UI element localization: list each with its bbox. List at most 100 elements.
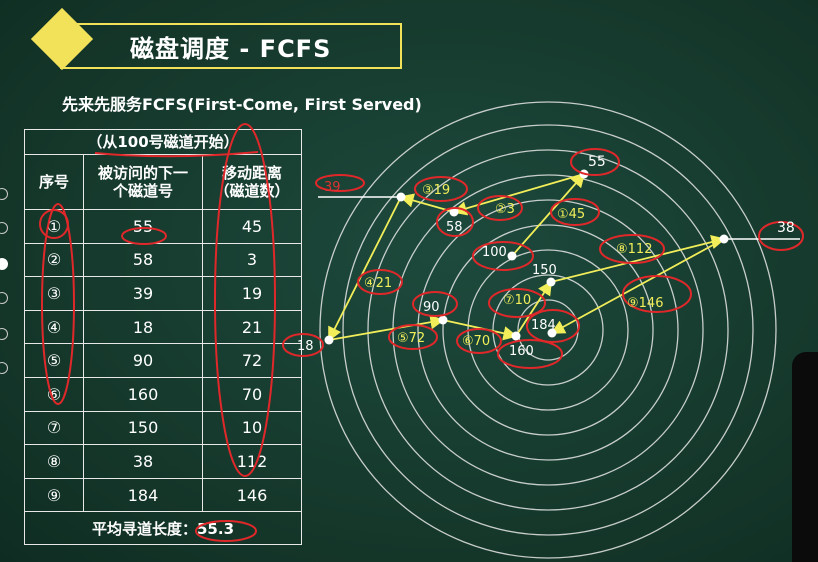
step-label-8: ⑧112 [616, 242, 652, 257]
seq-cell: ⑦ [24, 410, 84, 446]
track-cell: 150 [83, 410, 203, 446]
track-point [547, 328, 557, 338]
step-label-1: ①45 [557, 207, 585, 222]
red-annotation-circle [472, 241, 534, 271]
distance-cell: 19 [202, 276, 302, 311]
seek-arrow [328, 196, 402, 342]
red-annotations [39, 123, 804, 542]
seek-arrow [550, 235, 726, 283]
track-point [449, 207, 459, 217]
track-label-38: 38 [777, 220, 795, 236]
seq-number: ② [46, 250, 62, 270]
step-label-2: ②3 [495, 202, 515, 217]
slide-nav-dot[interactable] [0, 188, 8, 200]
distance-cell: 3 [202, 242, 302, 278]
red-annotation-circle [758, 221, 804, 251]
seq-cell: ⑥ [24, 376, 84, 412]
seek-arrow [550, 238, 725, 334]
presenter-silhouette [792, 352, 818, 562]
red-annotation-circle [497, 339, 563, 369]
red-annotation-circle [477, 195, 523, 221]
track-cell: 58 [83, 242, 203, 278]
red-annotation-circle [195, 520, 257, 542]
track-label-18: 18 [297, 339, 314, 354]
track-rings [319, 101, 777, 559]
seq-number: ⑦ [46, 418, 62, 438]
red-annotation-circle [357, 269, 403, 295]
seq-number: ① [46, 216, 62, 236]
seek-arrow [328, 315, 445, 341]
step-label-3: ③19 [422, 183, 450, 198]
seq-number: ⑤ [46, 351, 62, 371]
track-point [507, 251, 517, 261]
seq-number: ⑨ [46, 485, 62, 505]
track-ring [442, 224, 654, 436]
track-label-100: 100 [482, 245, 507, 260]
seq-cell: ⑤ [24, 343, 84, 378]
slide-nav-dot[interactable] [0, 292, 8, 304]
seq-number: ④ [46, 317, 62, 337]
track-point [438, 315, 448, 325]
seek-arrow [515, 280, 552, 337]
seek-arrow [452, 173, 585, 216]
red-annotation-circle [121, 227, 167, 245]
track-label-58: 58 [446, 220, 463, 235]
step-label-6: ⑥70 [462, 334, 490, 349]
red-annotation-circle [599, 234, 665, 264]
red-annotation-circle [41, 203, 75, 405]
slide-nav-dot[interactable] [0, 222, 8, 234]
seq-number: ⑧ [46, 451, 62, 471]
slide-nav-dot[interactable] [0, 362, 8, 374]
track-label-55: 55 [588, 154, 606, 170]
red-annotation-circle [526, 309, 580, 343]
red-annotation-circle [570, 148, 620, 176]
red-annotation-circle [214, 123, 276, 477]
title-frame [60, 23, 402, 69]
track-ring [319, 101, 777, 559]
red-annotation-circle [456, 328, 502, 354]
track-point [396, 192, 406, 202]
red-underline [94, 151, 259, 158]
track-label-90: 90 [423, 300, 440, 315]
track-point [719, 234, 729, 244]
col-next-track-header: 被访问的下一个磁道号 [83, 154, 203, 210]
seek-arrow [511, 172, 586, 257]
step-label-4: ④21 [364, 276, 392, 291]
red-annotation-circle [488, 288, 546, 318]
track-label-160: 160 [509, 344, 534, 359]
track-point [546, 277, 556, 287]
page-title: 磁盘调度 - FCFS [130, 35, 332, 63]
track-point [511, 331, 521, 341]
track-label-184: 184 [531, 318, 556, 333]
step-label-7: ⑦10 [503, 293, 531, 308]
track-ring [367, 149, 729, 511]
slide-nav-dot[interactable] [0, 328, 8, 340]
red-annotation-circle [622, 275, 692, 313]
slide-nav-dot-active[interactable] [0, 258, 8, 270]
red-annotation-circle [282, 333, 324, 357]
average-label: 平均寻道长度： [91, 519, 197, 538]
step-label-9: ⑨146 [627, 296, 663, 311]
red-annotation-circle [550, 198, 600, 226]
track-cell: 90 [83, 343, 203, 378]
distance-cell: 146 [202, 477, 302, 513]
red-annotation-circle [414, 176, 468, 202]
seq-number: ③ [46, 283, 62, 303]
red-annotation-circle [436, 207, 474, 237]
red-annotation-circle [388, 324, 438, 350]
track-ring [342, 124, 754, 536]
track-label-150: 150 [532, 263, 557, 278]
seek-arrow [442, 319, 518, 341]
track-ring [492, 274, 604, 386]
red-annotation-circle [315, 174, 365, 192]
subtitle: 先来先服务FCFS(First-Come, First Served) [62, 95, 422, 114]
red-annotation-circle [412, 291, 458, 317]
step-label-5: ⑤72 [397, 331, 425, 346]
track-ring [417, 199, 679, 461]
